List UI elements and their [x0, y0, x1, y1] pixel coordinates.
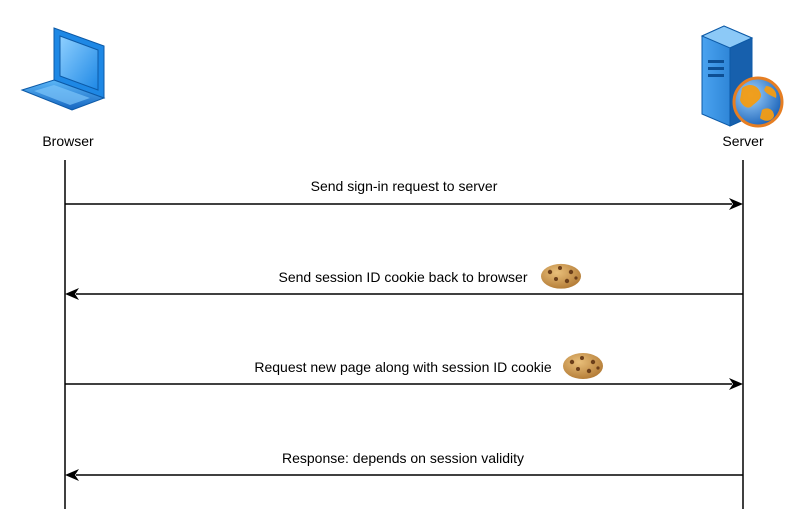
arrow-head-left [65, 288, 79, 300]
server-label: Server [722, 133, 764, 149]
arrow-head-left [65, 469, 79, 481]
arrow-head-right [729, 378, 743, 390]
browser-label: Browser [42, 133, 94, 149]
message-label: Send sign-in request to server [311, 178, 498, 194]
message-3: Request new page along with session ID c… [65, 353, 743, 390]
message-4: Response: depends on session validity [65, 450, 743, 481]
arrow-head-right [729, 198, 743, 210]
message-2: Send session ID cookie back to browser [65, 263, 743, 300]
message-label: Request new page along with session ID c… [254, 359, 552, 375]
globe-icon [732, 76, 784, 128]
message-label: Response: depends on session validity [282, 450, 524, 466]
laptop-icon [20, 27, 106, 111]
web-server-icon [700, 25, 784, 128]
message-1: Send sign-in request to server [65, 178, 743, 210]
message-label: Send session ID cookie back to browser [278, 269, 527, 285]
cookie-icon [563, 353, 603, 379]
cookie-icon [541, 263, 581, 289]
